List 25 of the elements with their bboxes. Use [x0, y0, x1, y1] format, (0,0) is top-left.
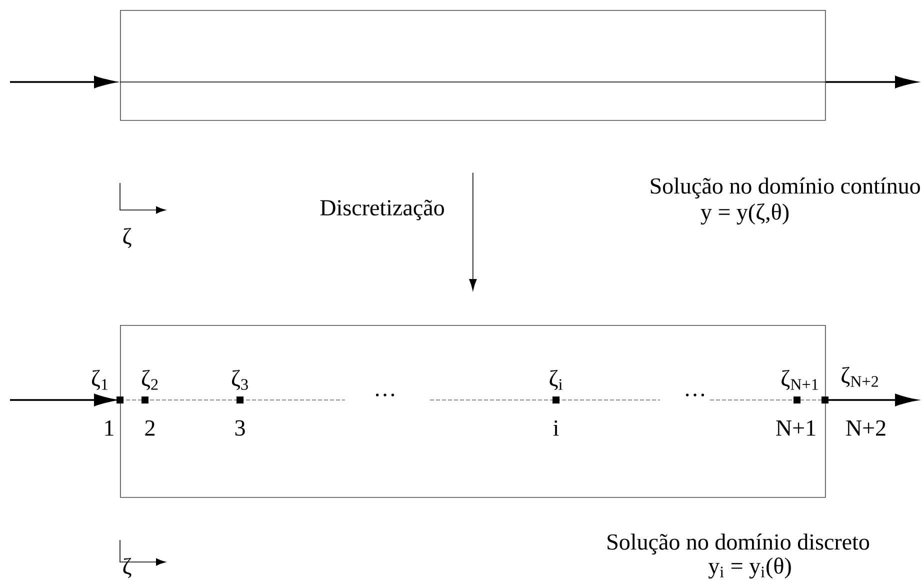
- point-number: i: [553, 420, 559, 436]
- point-number: 3: [235, 420, 245, 436]
- equation: y$_{i}$ = y$_{i}$(θ): [708, 557, 791, 579]
- point-number: N+1: [776, 420, 816, 436]
- domain-box: [120, 325, 826, 498]
- point-label: ζ$_{2}$: [142, 370, 158, 390]
- point-number: N+2: [846, 420, 886, 436]
- equation: y = y(ζ,θ): [700, 203, 789, 225]
- point-label: ζ$_{N+1}$: [782, 370, 818, 390]
- point-label: ζ$_{N+2}$: [842, 366, 878, 388]
- point-label: ζ$_{i}$: [550, 370, 562, 390]
- point-number: 2: [145, 420, 154, 436]
- caption-text: Solução no domínio discreto: [608, 534, 870, 554]
- point-number: 1: [105, 420, 114, 436]
- axis-label: ζ: [123, 228, 132, 248]
- point-label: ζ$_{3}$: [232, 370, 248, 390]
- ellipsis: …: [686, 394, 704, 396]
- caption-text: Solução no domínio contínuo: [650, 178, 920, 198]
- arrow: [469, 172, 477, 290]
- point-label: ζ$_{1}$: [92, 370, 108, 390]
- domain-box: [120, 10, 826, 121]
- edge-label: Discretização: [320, 200, 444, 220]
- ellipsis: …: [376, 394, 394, 396]
- axis-label: ζ: [123, 558, 132, 578]
- arrow: [10, 394, 116, 406]
